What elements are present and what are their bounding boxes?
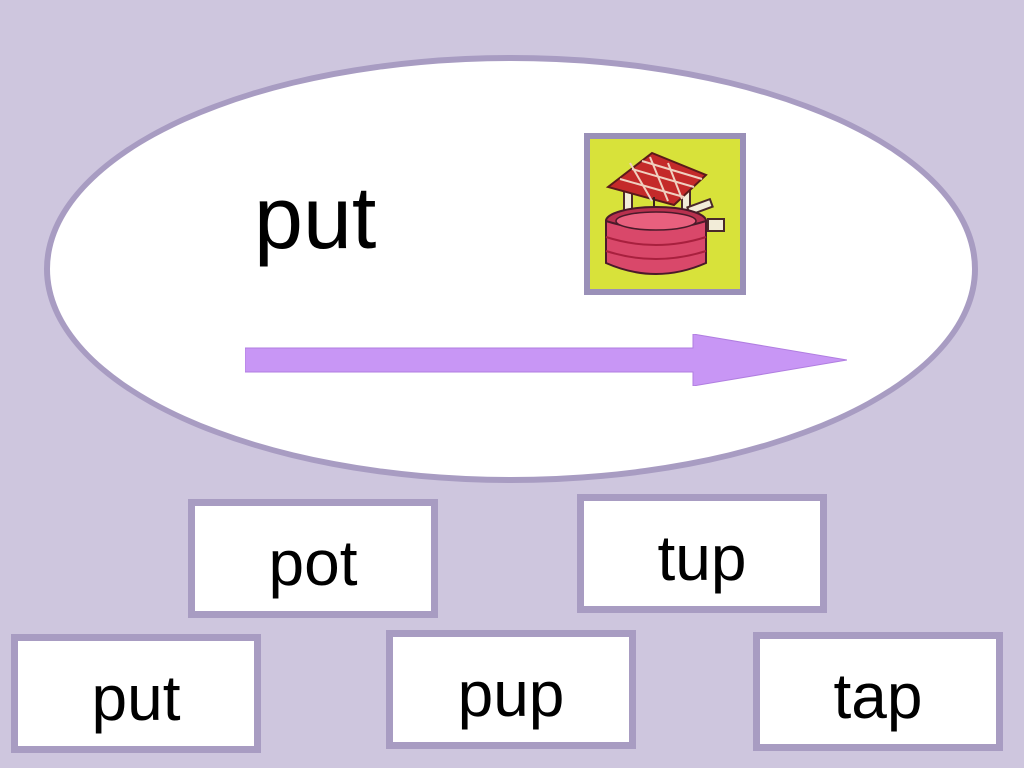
picture-card — [584, 133, 746, 295]
choice-tile-pup[interactable]: pup — [386, 630, 636, 749]
target-word: put — [254, 168, 377, 267]
choice-tile-tap[interactable]: tap — [753, 632, 1003, 751]
word-oval — [44, 55, 978, 483]
choice-label: pup — [457, 657, 565, 730]
arrow-right-icon — [245, 334, 847, 386]
choice-tile-tup[interactable]: tup — [577, 494, 827, 613]
choice-label: tap — [833, 659, 923, 732]
choice-label: pot — [268, 526, 358, 599]
choice-tile-pot[interactable]: pot — [188, 499, 438, 618]
wishing-well-icon — [590, 139, 740, 289]
choice-label: tup — [657, 521, 747, 594]
choice-label: put — [91, 661, 181, 734]
choice-tile-put[interactable]: put — [11, 634, 261, 753]
